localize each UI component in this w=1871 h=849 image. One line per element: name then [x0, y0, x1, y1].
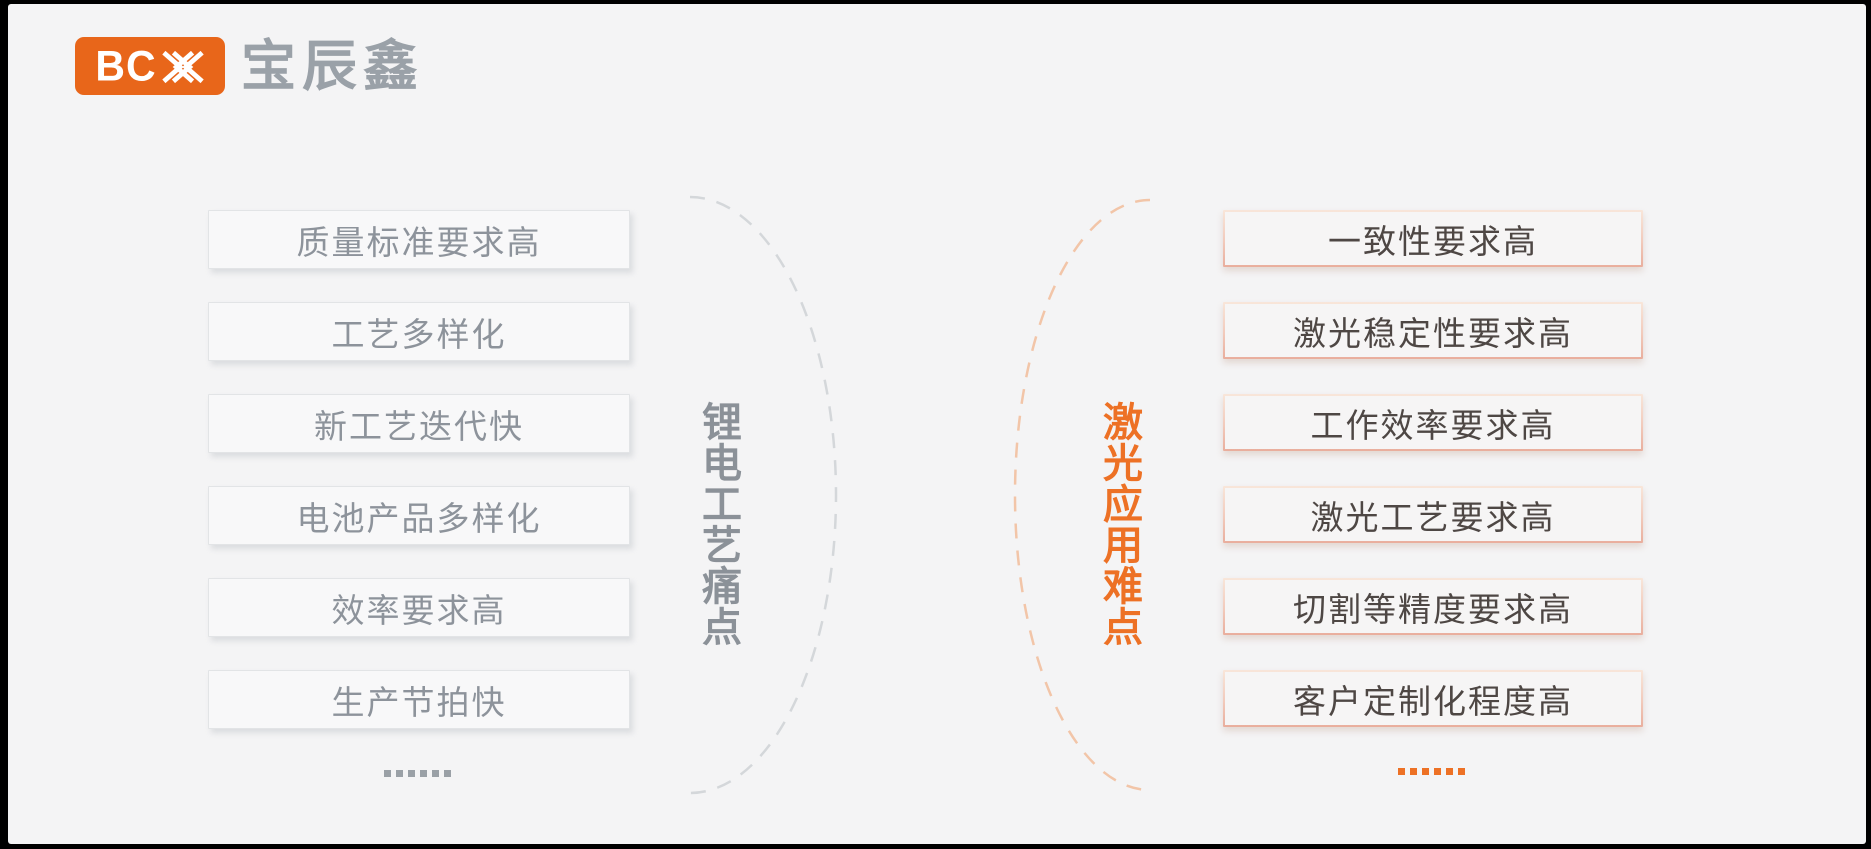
right-difficulty-box: 客户定制化程度高: [1223, 670, 1643, 727]
right-difficulty-box: 工作效率要求高: [1223, 394, 1643, 451]
right-difficulty-box: 一致性要求高: [1223, 210, 1643, 267]
right-difficulty-label: 切割等精度要求高: [1225, 580, 1641, 633]
right-difficulty-label: 一致性要求高: [1225, 212, 1641, 265]
company-logo: BC 宝辰鑫: [75, 37, 424, 95]
ellipsis-dot: [420, 770, 427, 777]
right-difficulty-box: 激光稳定性要求高: [1223, 302, 1643, 359]
left-column-title: 锂电工艺痛点: [696, 401, 740, 647]
ellipsis-dot: [384, 770, 391, 777]
ellipsis-dot: [1422, 768, 1429, 775]
left-pain-point-box: 生产节拍快: [208, 670, 630, 729]
chevron-x-icon: [161, 50, 204, 83]
ellipsis-dot: [1434, 768, 1441, 775]
right-difficulty-box: 激光工艺要求高: [1223, 486, 1643, 543]
right-difficulty-label: 工作效率要求高: [1225, 396, 1641, 449]
left-ellipsis-dots: [384, 770, 451, 777]
ellipsis-dot: [444, 770, 451, 777]
ellipsis-dot: [1446, 768, 1453, 775]
ellipsis-dot: [396, 770, 403, 777]
logo-badge: BC: [75, 37, 225, 95]
left-pain-point-box: 效率要求高: [208, 578, 630, 637]
right-column-title: 激光应用难点: [1097, 401, 1141, 647]
left-pain-point-box: 工艺多样化: [208, 302, 630, 361]
right-ellipsis-dots: [1398, 768, 1465, 775]
ellipsis-dot: [432, 770, 439, 777]
left-pain-point-box: 质量标准要求高: [208, 210, 630, 269]
left-pain-point-box: 电池产品多样化: [208, 486, 630, 545]
left-pain-point-box: 新工艺迭代快: [208, 394, 630, 453]
ellipsis-dot: [1398, 768, 1405, 775]
right-difficulty-label: 客户定制化程度高: [1225, 672, 1641, 725]
right-difficulty-label: 激光工艺要求高: [1225, 488, 1641, 541]
right-difficulty-label: 激光稳定性要求高: [1225, 304, 1641, 357]
ellipsis-dot: [1410, 768, 1417, 775]
ellipsis-dot: [408, 770, 415, 777]
logo-company-name: 宝辰鑫: [241, 34, 425, 97]
right-difficulty-box: 切割等精度要求高: [1223, 578, 1643, 635]
logo-abbr-text: BC: [95, 41, 157, 90]
ellipsis-dot: [1458, 768, 1465, 775]
